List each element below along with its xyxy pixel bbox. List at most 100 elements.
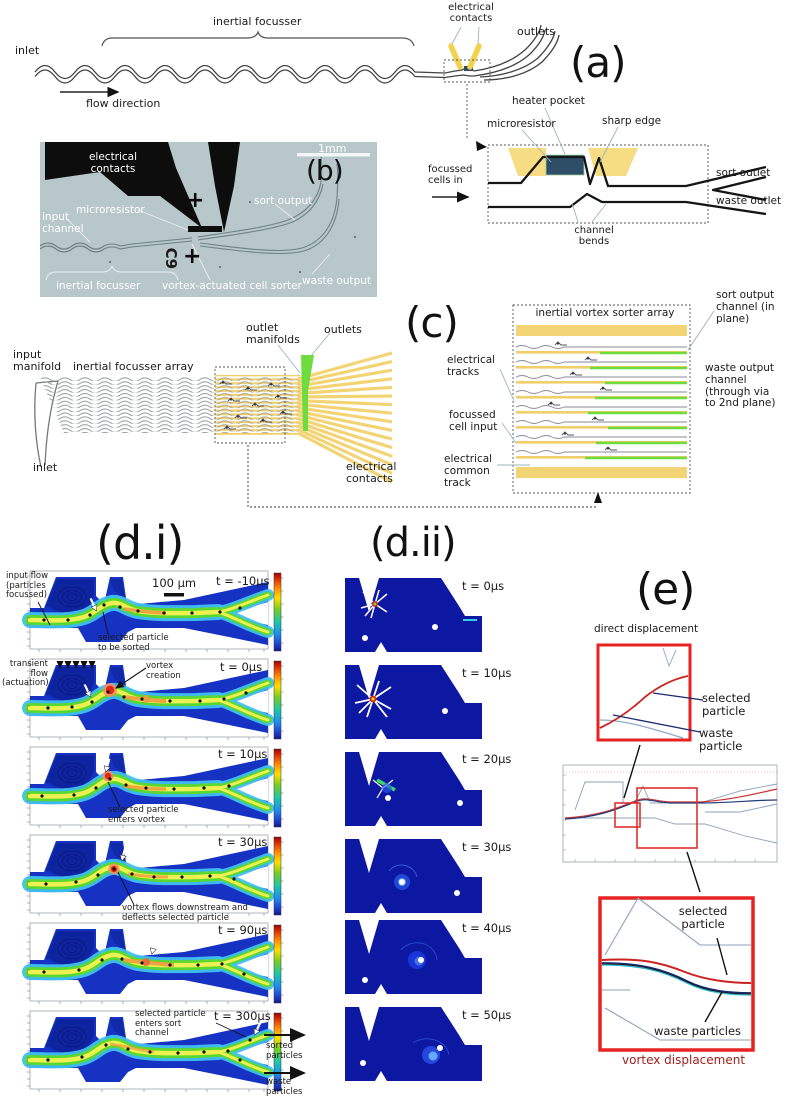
e-waste-particles-vortex-label: waste particles — [654, 1024, 742, 1038]
c-focussed-cell-input-label: focussed cell input — [449, 409, 498, 433]
di-scale-bar — [164, 593, 184, 597]
panel-c-letter: (c) — [405, 298, 459, 347]
a-sort-outlet-label: sort outlet — [716, 167, 771, 179]
b-channels — [39, 155, 340, 255]
panel-a-graphics — [34, 24, 767, 224]
electrode-bridge — [188, 226, 222, 232]
c-bottom-common-track — [516, 467, 687, 478]
dii-time-2: t = 10µs — [462, 666, 512, 680]
dii-time-6: t = 50µs — [462, 1008, 512, 1022]
a-heater-pocket-label: heater pocket — [512, 95, 585, 107]
e-vortex-box — [598, 896, 755, 1052]
a-channel-bends-label: channel bends — [574, 225, 614, 248]
panel-b-letter: (b) — [306, 154, 344, 187]
di-frame-6 — [24, 1010, 286, 1094]
a-outlets-label: outlets — [517, 25, 555, 38]
dii-time-1: t = 0µs — [462, 579, 505, 593]
dii-frame-4 — [345, 839, 482, 913]
c-right-pointer-lines — [497, 310, 715, 466]
a-electrical-contact-strokes — [448, 43, 482, 70]
panel-c-graphics — [34, 304, 715, 508]
e-direct-box — [596, 643, 692, 742]
electrode-right — [208, 142, 240, 232]
e-waste-particle-label: waste particle — [699, 726, 743, 753]
a-focussed-cells-label: focussed cells in — [428, 164, 473, 187]
e-direct-displacement-label: direct displacement — [594, 623, 699, 635]
b-pointer-lines — [67, 203, 331, 281]
detail-pointer-lines — [521, 107, 619, 223]
di-scale-label: 100 µm — [152, 576, 197, 590]
c-sorter-rows — [515, 341, 687, 460]
a-microresistor-label: microresistor — [487, 118, 556, 130]
di-selected-particle-label: selected particle to be sorted — [98, 633, 169, 653]
di-output-arrows — [264, 1028, 306, 1080]
di-time-2: t = 0µs — [220, 660, 263, 674]
c-electrical-tracks-label: electrical tracks — [447, 354, 496, 378]
di-time-1: t = -10µs — [216, 574, 270, 588]
di-waste-particles-label: waste particles — [266, 1077, 303, 1097]
panel-di-letter: (d.i) — [96, 516, 184, 570]
c-outlet-pointer-lines — [277, 332, 331, 374]
e-vortex-displacement-label: vortex displacement — [622, 1053, 746, 1067]
dii-frame-2 — [345, 665, 482, 739]
c-electrical-contacts-label: electrical contacts — [346, 460, 397, 486]
a-waste-outlet-label: waste outlet — [716, 195, 782, 207]
di-frame-5 — [24, 922, 286, 1006]
wavy-channel — [34, 24, 560, 84]
dii-frame-3 — [345, 752, 482, 826]
c-fan-tracks — [297, 351, 393, 484]
dii-frame-1 — [345, 578, 482, 652]
b-scale-bar — [297, 153, 370, 157]
b-vortex-sorter-label: vortex-actuated cell sorter — [162, 280, 302, 292]
b-inertial-focusser-label: inertial focusser — [56, 280, 141, 292]
panel-b-micrograph — [39, 142, 377, 297]
a-sharp-edge-label: sharp edge — [602, 115, 662, 127]
c-focusser-array — [40, 377, 215, 433]
c-outlet-manifolds-label: outlet manifolds — [246, 321, 300, 347]
b-waste-output-label: waste output — [302, 275, 372, 287]
di-vortex-deflects-label: vortex flows downstream and deflects sel… — [122, 903, 248, 923]
di-sorted-particles-label: sorted particles — [266, 1041, 303, 1061]
di-time-4: t = 30µs — [218, 835, 268, 849]
a-contact-pointer-lines — [451, 26, 480, 45]
di-frame-3 — [24, 746, 286, 830]
c-sort-output-channel-label: sort output channel (in plane) — [716, 289, 775, 325]
e-zoom-rect-large — [636, 787, 698, 849]
dii-time-3: t = 20µs — [462, 752, 512, 766]
b-scale-label: 1mm — [318, 142, 347, 155]
b-c9-marking: C9 — [162, 247, 181, 270]
a-inertial-focusser-label: inertial focusser — [213, 15, 302, 28]
c-outlets-label: outlets — [324, 323, 362, 336]
di-time-6: t = 300µs — [214, 1009, 271, 1023]
b-dust — [109, 176, 356, 273]
di-vortex-creation-label: vortex creation — [146, 661, 181, 681]
di-enters-vortex-label: selected particle enters vortex — [108, 805, 179, 825]
di-input-flow-label: input flow (particles focussed) — [6, 571, 49, 601]
dii-frame-6 — [345, 1007, 482, 1081]
c-electrical-common-track-label: electrical common track — [444, 453, 493, 489]
c-inlet-label: inlet — [33, 461, 58, 474]
di-frame-2 — [24, 658, 286, 742]
dii-time-5: t = 40µs — [462, 921, 512, 935]
e-selected-particle-label: selected particle — [702, 691, 751, 718]
c-focusser-array-label: inertial focusser array — [73, 360, 194, 373]
di-enters-sort-label: selected particle enters sort channel — [135, 1009, 206, 1039]
e-trajectory-plot — [562, 764, 778, 863]
c-top-common-track — [516, 325, 687, 336]
a-inlet-label: inlet — [15, 44, 40, 57]
b-electrical-contacts-label: electrical contacts — [88, 151, 138, 175]
b-plus-mark-1: + — [186, 188, 205, 213]
detail-arrowhead — [476, 141, 487, 151]
dii-time-4: t = 30µs — [462, 840, 512, 854]
c-waste-output-channel-label: waste output channel (through via to 2nd… — [705, 362, 776, 410]
electrode-left — [45, 142, 202, 228]
b-sort-output-label: sort output — [254, 195, 313, 207]
dii-frame-5 — [345, 920, 482, 994]
c-input-manifold-label: input manifold — [13, 348, 62, 374]
di-time-5: t = 90µs — [218, 923, 268, 937]
b-microresistor-label: microresistor — [76, 204, 145, 216]
e-selected-particle-vortex-label: selected particle — [678, 904, 728, 931]
junction-dotted-box — [443, 59, 491, 83]
di-transient-flow-label: transient flow (actuation) — [2, 659, 49, 689]
